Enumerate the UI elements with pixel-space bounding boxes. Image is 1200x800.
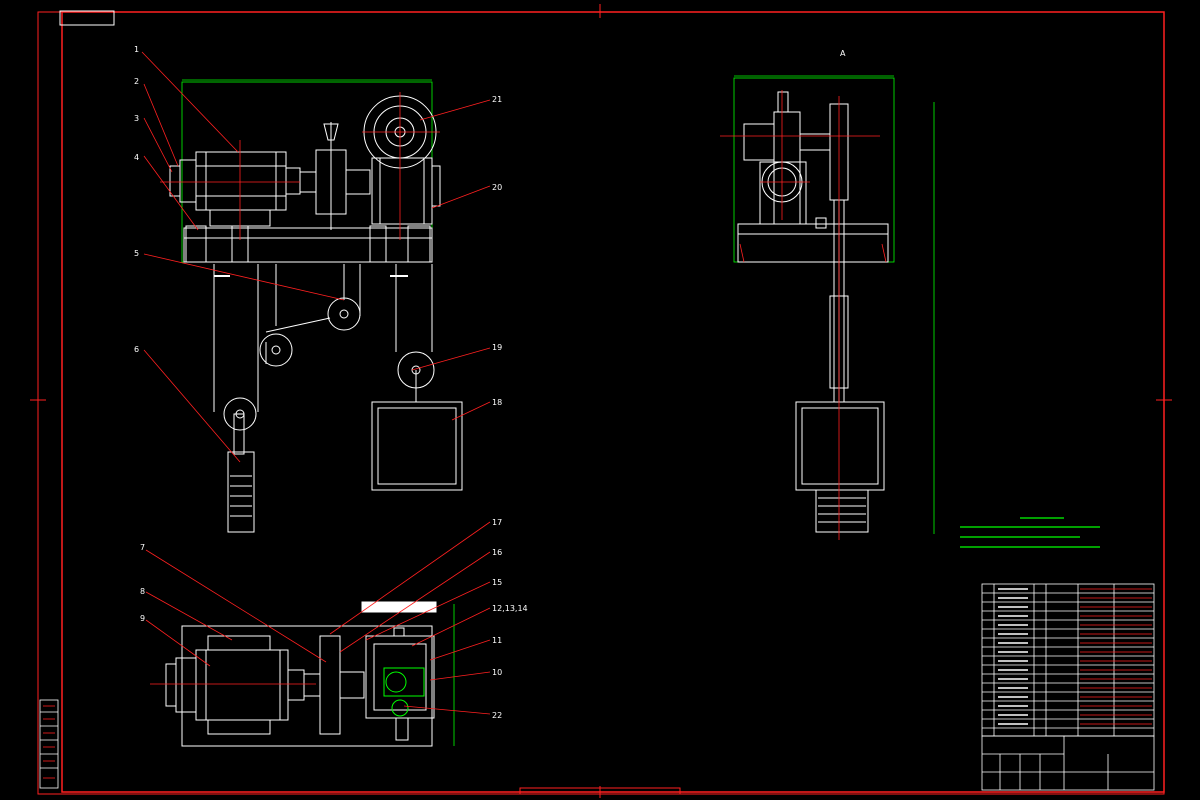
callout-labels: 1 2 3 4 5 6 7 8 9 21 20 19 18 17 16 15 1… [134, 45, 528, 720]
bom-red-rows [1080, 588, 1152, 725]
callout-20: 20 [492, 183, 502, 192]
callout-21: 21 [492, 95, 502, 104]
plan-view-leaders [145, 521, 491, 715]
binding-strip [39, 699, 59, 789]
side-view-a [733, 75, 935, 534]
bill-of-materials [981, 583, 1155, 791]
callout-19: 19 [492, 343, 502, 352]
sheet-frame [30, 4, 1172, 798]
callout-22: 22 [492, 711, 502, 720]
front-view-leaders [141, 51, 491, 463]
callout-5: 5 [134, 249, 139, 258]
tech-notes [960, 517, 1100, 548]
bom-text-marks [998, 588, 1028, 725]
view-label-a: A [840, 49, 846, 58]
callout-10: 10 [492, 668, 502, 677]
callout-7: 7 [140, 543, 145, 552]
plan-view [165, 601, 437, 747]
plan-view-gears [383, 667, 425, 717]
callout-1: 1 [134, 45, 139, 54]
callout-15: 15 [492, 578, 502, 587]
callout-16: 16 [492, 548, 502, 557]
callout-12-13-14: 12,13,14 [492, 604, 528, 613]
callout-4: 4 [134, 153, 139, 162]
side-view-centerlines [720, 90, 887, 540]
callout-9: 9 [140, 614, 145, 623]
callout-18: 18 [492, 398, 502, 407]
callout-2: 2 [134, 77, 139, 86]
front-view [169, 79, 463, 533]
callout-6: 6 [134, 345, 139, 354]
callout-17: 17 [492, 518, 502, 527]
callout-3: 3 [134, 114, 139, 123]
callout-8: 8 [140, 587, 145, 596]
callout-11: 11 [492, 636, 502, 645]
